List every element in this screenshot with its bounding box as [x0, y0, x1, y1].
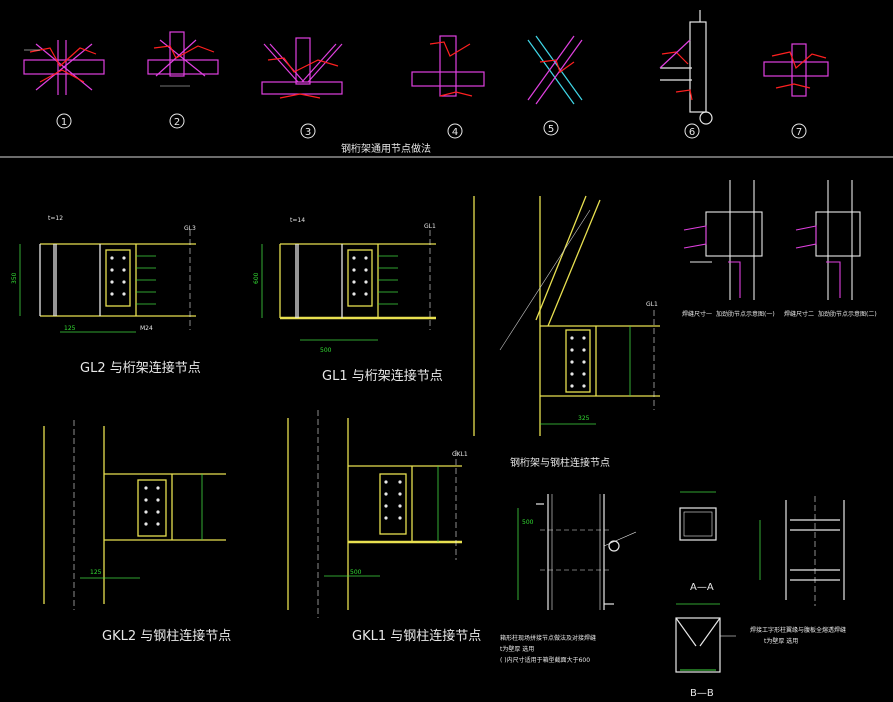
gl2-dim-125: 125 [64, 325, 76, 332]
gkl1-detail [287, 410, 462, 618]
section-aa [679, 491, 717, 541]
node-7-sketch [763, 43, 829, 97]
node-6-sketch [659, 10, 713, 125]
node-1-number: 1 [61, 117, 67, 128]
gl2-green-labels [136, 255, 156, 305]
weld2-label: 焊缝尺寸二 [784, 310, 814, 318]
gkl2-bolts [144, 486, 160, 526]
gkl1-caption: GKL1 与钢柱连接节点 [352, 628, 481, 644]
node-4-number: 4 [452, 127, 458, 138]
gl2-dim-350: 350 [11, 272, 18, 284]
gkl1-name: GKL1 [452, 451, 468, 458]
truss-column-detail [473, 195, 660, 436]
node-1-marker [56, 113, 72, 129]
weld2b-label: 加劲肋节点示意图(二) [818, 310, 877, 318]
box-note-2: t为壁厚 选用 [500, 645, 534, 653]
gl2-t12: t=12 [48, 215, 63, 222]
node-2-sketch [147, 31, 219, 87]
gl2-m24: M24 [140, 325, 153, 332]
box-note-3: ( )内尺寸适用于箱型截面大于600 [500, 656, 590, 664]
gl2-detail [19, 230, 196, 333]
node-6-marker [684, 123, 700, 139]
gl1-t14: t=14 [290, 217, 305, 224]
node-3-marker [300, 123, 316, 139]
gl2-caption: GL2 与桁架连接节点 [80, 360, 201, 376]
weld1-label: 焊缝尺寸一 [682, 310, 712, 318]
gl2-gl3: GL3 [184, 225, 196, 232]
gl1-detail [261, 230, 436, 341]
aa-label: A—A [690, 582, 714, 593]
ibeam-note-1: 焊接工字形柱翼缘与腹板全熔透焊缝 [750, 626, 846, 634]
bb-label: B—B [690, 688, 714, 699]
node-2-marker [169, 113, 185, 129]
weld1b-label: 加劲肋节点示意图(一) [716, 310, 775, 318]
gl1-dim-600: 600 [253, 272, 260, 284]
box-dim-500: 500 [522, 519, 534, 526]
top-panel-title: 钢桁架通用节点做法 [341, 142, 431, 155]
node-7-number: 7 [796, 127, 802, 138]
gkl1-dim-500: 500 [350, 569, 362, 576]
node-5-marker [543, 120, 559, 136]
node-3-number: 3 [305, 127, 311, 138]
truss-column-bolts [570, 336, 586, 388]
ibeam-weld-detail [759, 496, 845, 606]
node-4-sketch [411, 35, 485, 97]
section-bb [675, 603, 736, 673]
gkl2-caption: GKL2 与钢柱连接节点 [102, 628, 231, 644]
box-note-1: 箱形柱现场拼接节点做法及对接焊缝 [500, 634, 596, 642]
weld-detail-2 [795, 180, 861, 300]
node-7-marker [791, 123, 807, 139]
weld-detail-1 [683, 180, 763, 300]
gkl2-dim-125: 125 [90, 569, 102, 576]
box-splice-detail [517, 494, 637, 610]
node-4-marker [447, 123, 463, 139]
gl2-bolts [110, 256, 126, 296]
ibeam-note-2: t为壁厚 选用 [764, 637, 798, 645]
node-2-number: 2 [174, 117, 180, 128]
gkl1-bolts [384, 480, 402, 520]
truss-column-caption: 钢桁架与钢柱连接节点 [510, 456, 610, 469]
node-5-number: 5 [548, 124, 554, 135]
node-5-sketch [527, 35, 583, 105]
gl1-caption: GL1 与桁架连接节点 [322, 368, 443, 384]
node-6-number: 6 [689, 127, 695, 138]
gl1-green-labels [378, 255, 398, 305]
truss-gl1: GL1 [646, 301, 658, 308]
gkl2-detail [43, 420, 226, 610]
gl1-bolts [352, 256, 368, 296]
truss-dim-325: 325 [578, 415, 590, 422]
node-1-sketch [23, 40, 105, 95]
gl1-gl1: GL1 [424, 223, 436, 230]
gl1-dim-500: 500 [320, 347, 332, 354]
node-3-sketch [261, 37, 343, 99]
